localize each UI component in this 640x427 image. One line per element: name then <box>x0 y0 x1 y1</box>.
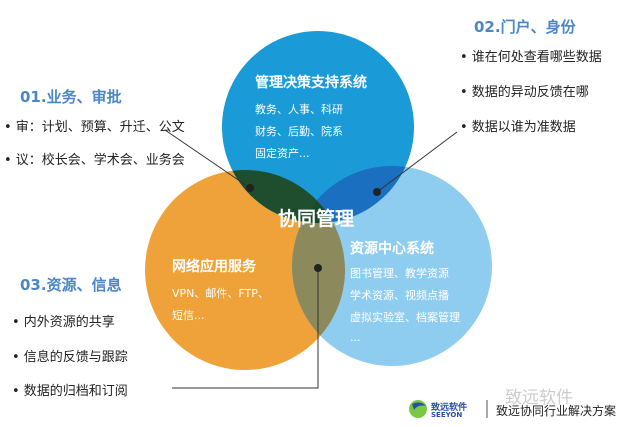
center-label: 协同管理 <box>278 208 355 230</box>
connector-1 <box>164 129 251 189</box>
circle-left-line: VPN、邮件、FTP、 <box>172 287 269 300</box>
tagline: 致远协同行业解决方案 <box>496 404 617 418</box>
circle-right-line: 图书管理、教学资源 <box>350 267 449 280</box>
circle-left-line: 短信... <box>172 309 205 322</box>
circle-right-title: 资源中心系统 <box>350 241 434 257</box>
section3-item: • 信息的反馈与跟踪 <box>12 350 128 365</box>
overlap-top-left <box>222 170 345 223</box>
section2-item: • 谁在何处查看哪些数据 <box>460 50 602 65</box>
section2-item: • 数据的异动反馈在哪 <box>460 85 589 100</box>
dot-3 <box>314 264 322 272</box>
circle-top-title: 管理决策支持系统 <box>255 75 367 91</box>
section2-item: • 数据以谁为准数据 <box>460 120 576 135</box>
circle-left-title: 网络应用服务 <box>172 259 256 275</box>
circle-right-line: 学术资源、视频点播 <box>350 289 449 302</box>
circle-right-line: ... <box>350 331 361 344</box>
section1-item: • 审：计划、预算、升迁、公文 <box>4 120 185 135</box>
circle-top-line: 财务、后勤、院系 <box>255 125 343 138</box>
logo-text-en: SEEYON <box>431 411 463 419</box>
dot-1 <box>246 184 254 192</box>
circle-right-line: 虚拟实验室、档案管理 <box>350 311 460 324</box>
overlap-top-right <box>292 166 414 223</box>
watermark: 致远软件 <box>505 388 573 408</box>
dot-2 <box>373 188 381 196</box>
circle-top-line: 固定资产... <box>255 147 310 160</box>
section3-item: • 内外资源的共享 <box>12 315 115 330</box>
logo-text-cn: 致远软件 <box>431 403 468 413</box>
section3-title: 03.资源、信息 <box>20 276 122 294</box>
section3-item: • 数据的归档和订阅 <box>12 384 128 399</box>
circle-top-line: 教务、人事、科研 <box>255 103 343 116</box>
section1-title: 01.业务、审批 <box>20 88 122 106</box>
connector-2 <box>376 131 458 193</box>
section1-item: • 议：校长会、学术会、业务会 <box>4 153 185 168</box>
section2-title: 02.门户、身份 <box>474 18 576 36</box>
connector-3 <box>172 268 319 389</box>
